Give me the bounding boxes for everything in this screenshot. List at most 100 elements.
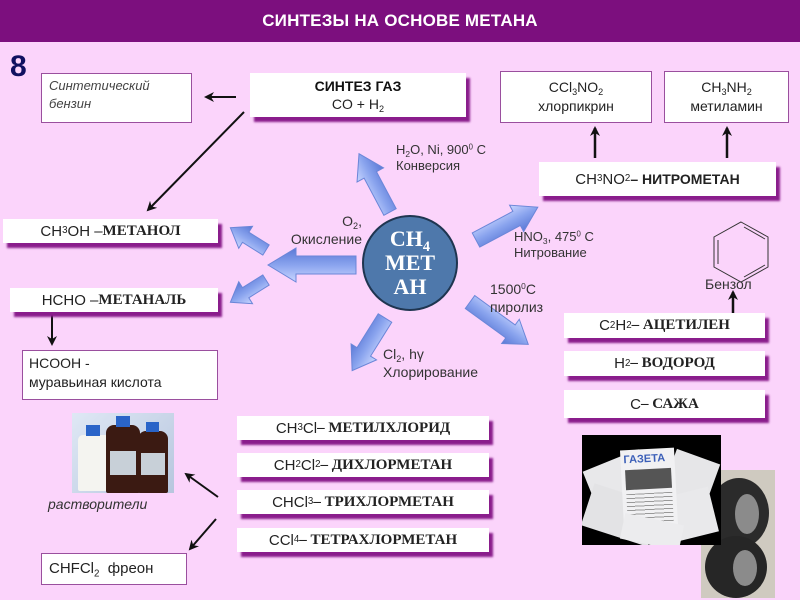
- conversion-conditions: H2O, Ni, 9000 C: [396, 142, 486, 158]
- chloropicrin-box: CCl3NO2 хлорпикрин: [500, 71, 652, 123]
- f: CCl: [268, 531, 294, 549]
- blue-arrow-downright: [464, 294, 529, 345]
- blue-arrow-upleft: [229, 225, 270, 256]
- nitration-name: Нитрование: [514, 245, 587, 260]
- slide-header: СИНТЕЗЫ НА ОСНОВЕ МЕТАНА: [0, 0, 800, 42]
- t: CH: [389, 226, 423, 251]
- newspaper-photo: [625, 467, 673, 491]
- soot-box: C – САЖА: [564, 390, 765, 418]
- bottle-label: [141, 453, 165, 475]
- methylamine-formula: CH3NH2: [665, 78, 788, 97]
- freon-box: CHFCl2 фреон: [41, 553, 187, 585]
- f: CH: [575, 170, 597, 188]
- synthesis-gas-formula: CO + H2: [250, 95, 466, 114]
- nitration-label: HNO3, 4750 C Нитрование: [514, 229, 594, 261]
- product-name: – САЖА: [641, 395, 699, 412]
- solvents-photo: [72, 413, 174, 493]
- t: 0: [521, 280, 526, 291]
- f: NH: [726, 79, 747, 95]
- pyrolysis-conditions: 15000C: [490, 280, 543, 298]
- t: C: [580, 229, 594, 244]
- oxidation-conditions: O2,: [270, 212, 362, 232]
- f: CHCl: [272, 493, 308, 511]
- white-bottle: [78, 435, 110, 491]
- blue-arrow-up: [356, 152, 397, 216]
- freon-name: фреон: [99, 560, 154, 577]
- t: C: [525, 281, 536, 297]
- newspaper-headline: ГАЗЕТА: [623, 452, 666, 467]
- synthetic-gasoline-line1: Синтетический: [49, 78, 150, 93]
- f: C: [630, 395, 641, 413]
- slide-number: 8: [10, 50, 27, 83]
- t: 0: [576, 229, 581, 239]
- t: 0: [468, 142, 473, 152]
- chlorination-conditions: Cl2, hγ: [383, 345, 478, 364]
- syngas-formula-main: CO + H: [331, 96, 379, 112]
- t: HNO: [514, 229, 543, 244]
- t: C: [472, 142, 486, 157]
- s: 2: [94, 568, 100, 580]
- product-name: – МЕТИЛХЛОРИД: [317, 419, 451, 436]
- methylamine-name: метиламин: [690, 98, 763, 114]
- f: CH: [275, 419, 298, 437]
- chlorination-label: Cl2, hγ Хлорирование: [383, 345, 478, 381]
- f: CH: [701, 79, 722, 95]
- synthesis-gas-box: СИНТЕЗ ГАЗ CO + H2: [250, 73, 466, 117]
- synthesis-gas-title: СИНТЕЗ ГАЗ: [314, 78, 402, 94]
- tire-rim: [733, 550, 757, 586]
- chlorination-name: Хлорирование: [383, 364, 479, 380]
- product-name: – ВОДОРОД: [630, 355, 715, 371]
- t: H: [396, 142, 406, 157]
- methylamine-box: CH3NH2 метиламин: [664, 71, 789, 123]
- methane-formula: CH4: [389, 226, 430, 255]
- t: O: [342, 213, 354, 229]
- t: Cl: [383, 346, 397, 362]
- f: CH: [273, 456, 296, 474]
- blue-arrow-downleft: [229, 274, 270, 305]
- t: 2: [353, 221, 359, 232]
- chloropicrin-formula: CCl3NO2: [501, 78, 651, 97]
- blue-arrow-upright: [471, 204, 539, 248]
- conversion-label: H2O, Ni, 9000 C Конверсия: [396, 142, 486, 174]
- benzene-label: Бензол: [705, 276, 752, 292]
- t: ,: [358, 213, 362, 229]
- methane-name-1: МЕТ: [384, 250, 436, 275]
- t: 2: [405, 148, 411, 159]
- f: CH: [40, 222, 63, 240]
- formic-acid-box: HCOOH - муравьиная кислота: [22, 350, 218, 400]
- benzene-ring-icon: [713, 221, 769, 283]
- f: H: [614, 355, 625, 372]
- methane-circle: CH4 МЕТ АН: [362, 215, 458, 311]
- formic-acid-name: муравьиная кислота: [29, 374, 162, 390]
- f: Cl: [300, 456, 316, 474]
- t: O, Ni, 900: [410, 142, 469, 157]
- methanal-name: МЕТАНАЛЬ: [98, 291, 187, 308]
- f: C: [599, 317, 610, 334]
- bottle-label: [110, 451, 136, 475]
- f: CCl: [548, 79, 573, 95]
- arrow-syngas-to-methanol: [146, 111, 245, 212]
- s: 2: [598, 87, 604, 98]
- bottle-cap: [146, 422, 159, 432]
- arrow-chlor-to-freon: [188, 518, 217, 551]
- methanol-name: МЕТАНОЛ: [102, 222, 181, 239]
- product-name: – ДИХЛОРМЕТАН: [320, 456, 453, 473]
- blue-arrow-left: [267, 247, 357, 283]
- slide-title: СИНТЕЗЫ НА ОСНОВЕ МЕТАНА: [262, 11, 538, 30]
- s: 3: [721, 87, 727, 98]
- formic-acid-formula: HCOOH -: [29, 355, 90, 371]
- f: NO: [602, 170, 625, 188]
- bottle-cap: [116, 416, 130, 427]
- f: Cl: [302, 419, 318, 437]
- t: , 475: [547, 229, 577, 244]
- blue-arrow-down: [350, 313, 393, 372]
- bottle-cap: [86, 425, 100, 436]
- methane-name-2: АН: [393, 274, 427, 299]
- pyrolysis-name: пиролиз: [490, 299, 544, 315]
- t: , hγ: [401, 346, 424, 362]
